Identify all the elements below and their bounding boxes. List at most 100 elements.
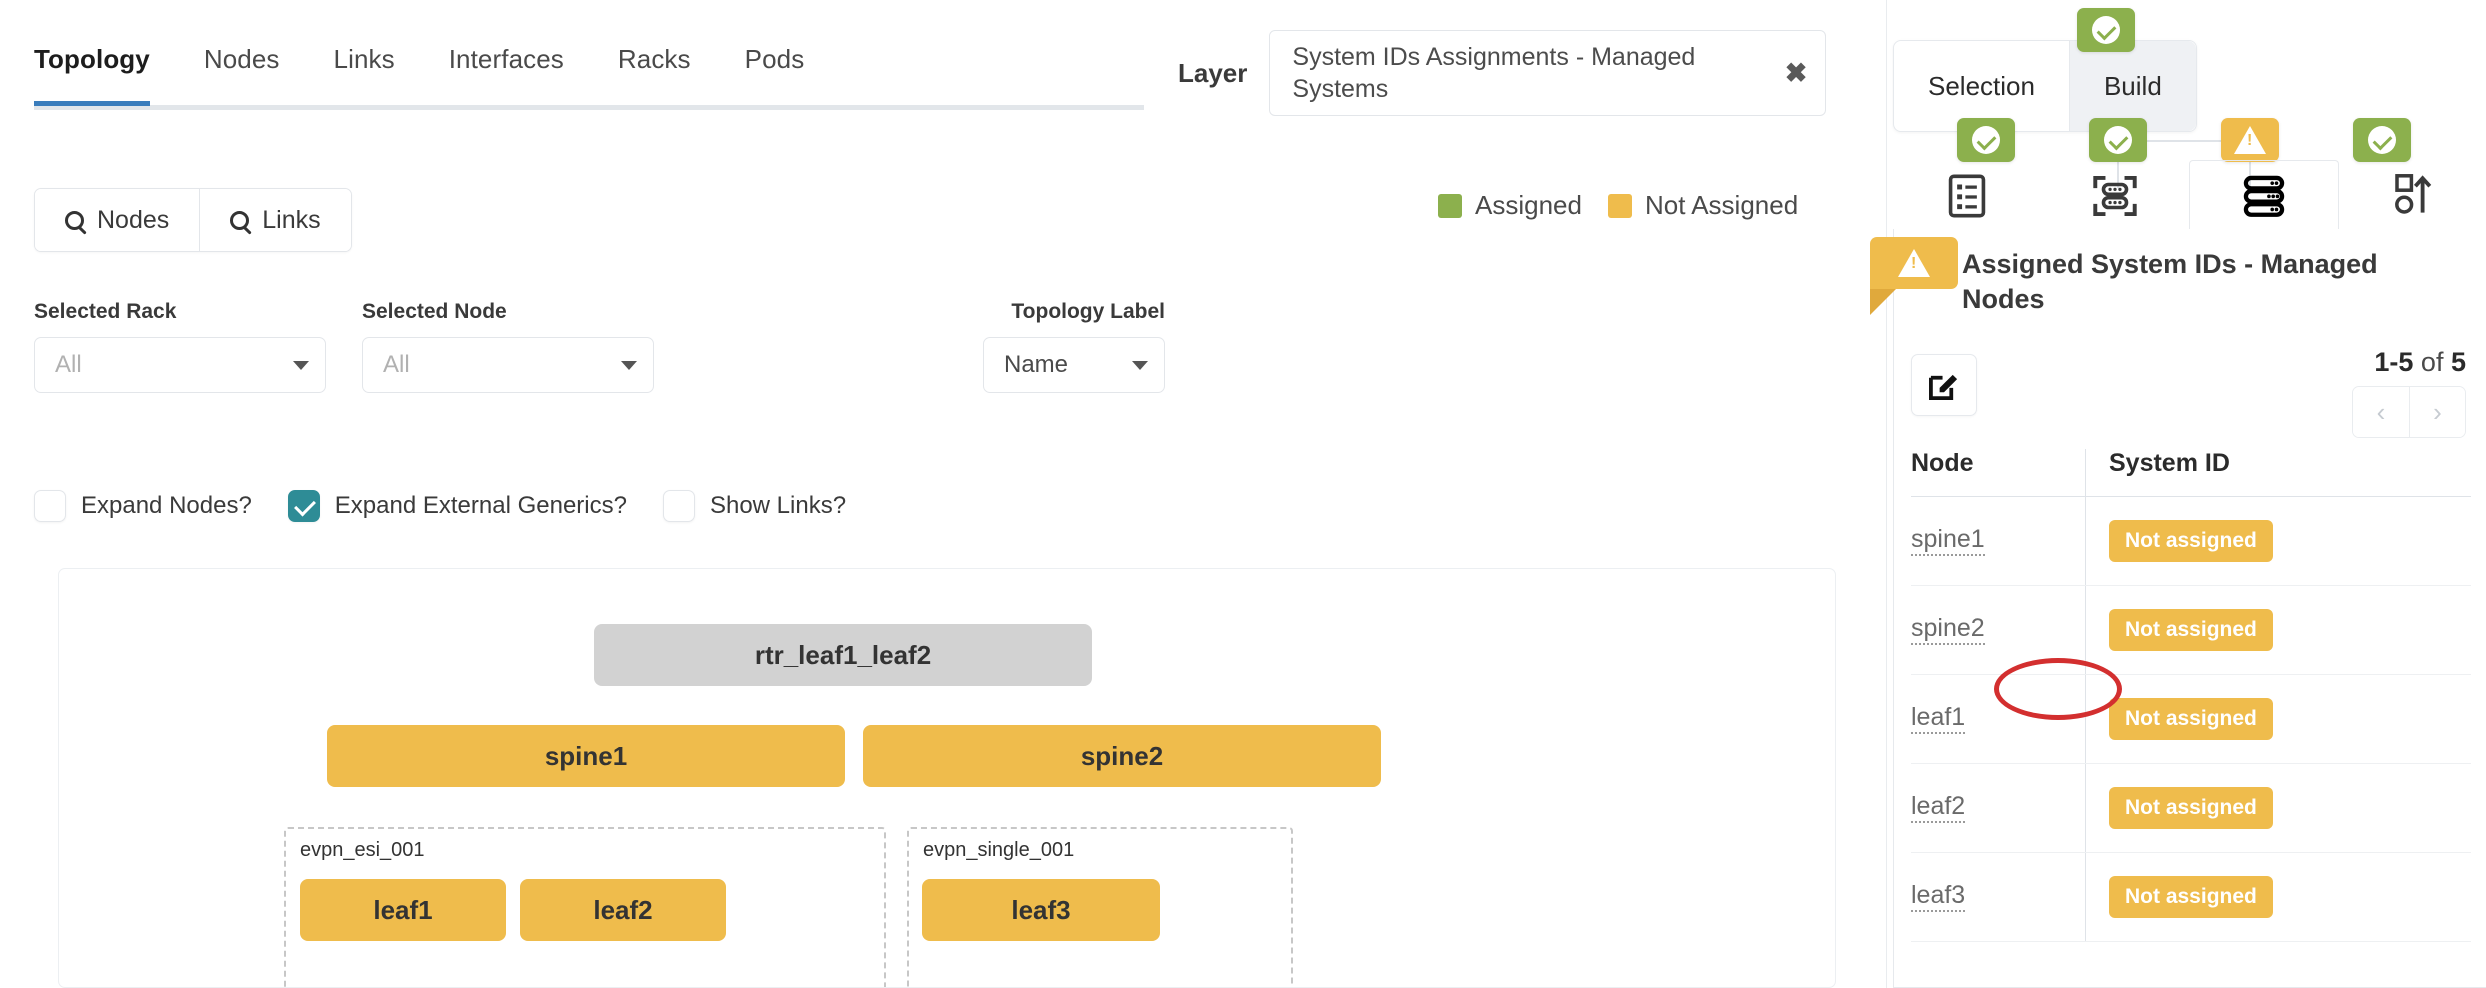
legend-swatch-not-assigned (1607, 193, 1632, 218)
connector-line (2118, 140, 2222, 142)
pager-range: 1-5 (2374, 347, 2414, 377)
tab-pods[interactable]: Pods (744, 44, 805, 74)
cell-system-id: Not assigned (2086, 853, 2273, 941)
node-link[interactable]: spine1 (1911, 526, 1985, 556)
layer-value-box[interactable]: System IDs Assignments - Managed Systems… (1269, 30, 1827, 116)
icon-tab-device-scan[interactable] (2041, 160, 2189, 230)
pager-prev-button[interactable]: ‹ (2353, 387, 2409, 437)
rack-servers-icon (2243, 175, 2285, 217)
status-badge-checklist (1957, 118, 2015, 162)
cell-node: spine2 (1911, 586, 2086, 674)
chevron-down-icon (621, 360, 637, 370)
table-row[interactable]: leaf3 Not assigned (1911, 853, 2471, 942)
node-link[interactable]: leaf3 (1911, 882, 1966, 912)
checkbox-show-links[interactable]: Show Links? (662, 490, 847, 522)
search-nodes-label: Nodes (97, 205, 170, 234)
topology-group-label: evpn_esi_001 (300, 839, 425, 861)
status-badge[interactable]: Not assigned (2109, 698, 2273, 740)
topology-label-value: Name (1004, 351, 1069, 378)
tab-selection[interactable]: Selection (1894, 41, 2069, 131)
table-row[interactable]: leaf2 Not assigned (1911, 764, 2471, 853)
selected-node-label: Selected Node (362, 300, 507, 323)
topology-node-leaf1[interactable]: leaf1 (300, 879, 506, 941)
topology-canvas[interactable]: rtr_leaf1_leaf2 spine1 spine2 evpn_esi_0… (58, 568, 1836, 988)
search-links-label: Links (262, 205, 321, 234)
panel-title: Assigned System IDs - Managed Nodes (1962, 249, 2378, 314)
edit-button[interactable] (1911, 354, 1977, 416)
table-row[interactable]: spine2 Not assigned (1911, 586, 2471, 675)
topology-node-leaf3[interactable]: leaf3 (922, 879, 1160, 941)
selected-rack-label: Selected Rack (34, 300, 177, 323)
topology-node-spine1[interactable]: spine1 (327, 725, 845, 787)
panel-warning-badge (1870, 237, 1958, 315)
tab-build[interactable]: Build (2068, 41, 2196, 131)
checkbox-show-links-label: Show Links? (709, 492, 847, 519)
table-row[interactable]: spine1 Not assigned (1911, 497, 2471, 586)
selected-rack-field: Selected Rack All (34, 300, 326, 393)
layer-selector: Layer System IDs Assignments - Managed S… (1178, 30, 1827, 116)
node-link[interactable]: leaf2 (1911, 793, 1966, 823)
cell-node: spine1 (1911, 497, 2086, 585)
legend-label-not-assigned: Not Assigned (1644, 190, 1799, 220)
icon-tab-rack-servers[interactable] (2189, 160, 2339, 230)
checkbox-expand-external-generics-label: Expand External Generics? (334, 492, 627, 519)
tab-links[interactable]: Links (333, 44, 395, 74)
selected-node-value: All (383, 351, 410, 378)
cabling-map-icon (2395, 174, 2432, 214)
panel-icon-tabs (1893, 160, 2486, 230)
pager-next-button[interactable]: › (2409, 387, 2465, 437)
status-badge[interactable]: Not assigned (2109, 609, 2273, 651)
status-badge[interactable]: Not assigned (2109, 876, 2273, 918)
warning-triangle-icon (1898, 249, 1930, 277)
tab-topology[interactable]: Topology (34, 38, 150, 106)
selected-node-select[interactable]: All (362, 337, 654, 393)
status-badge[interactable]: Not assigned (2109, 520, 2273, 562)
connector-line (2249, 140, 2251, 188)
topology-label-select[interactable]: Name (983, 337, 1165, 393)
checkbox-box[interactable] (662, 490, 695, 522)
search-icon (65, 210, 84, 230)
checkbox-box[interactable] (287, 490, 320, 522)
column-header-system-id: System ID (2109, 449, 2230, 477)
search-icon (230, 210, 250, 230)
pager-of: of (2420, 347, 2444, 377)
icon-tab-checklist[interactable] (1893, 160, 2041, 230)
checkbox-expand-external-generics[interactable]: Expand External Generics? (287, 490, 627, 522)
pager: 1-5 of 5 ‹ › (2352, 347, 2466, 438)
topology-label-field: Topology Label Name (983, 300, 1165, 393)
tab-interfaces[interactable]: Interfaces (448, 44, 564, 74)
topology-group-evpn-single-001: evpn_single_001 leaf3 (907, 827, 1293, 987)
main-content: Topology Nodes Links Interfaces Racks Po… (0, 0, 1886, 988)
node-link[interactable]: leaf1 (1911, 704, 1966, 734)
status-badge[interactable]: Not assigned (2109, 787, 2273, 829)
table-header: Node System ID (1911, 449, 2471, 497)
tab-nodes[interactable]: Nodes (203, 44, 280, 74)
pager-count: 1-5 of 5 (2352, 347, 2466, 378)
selected-rack-select[interactable]: All (34, 337, 326, 393)
layer-value: System IDs Assignments - Managed Systems (1292, 43, 1696, 103)
tab-racks[interactable]: Racks (617, 44, 691, 74)
icon-tab-status-badges (1893, 118, 2486, 188)
panel-segment-tabs: Selection Build (1893, 40, 2197, 132)
checkbox-expand-nodes[interactable]: Expand Nodes? (34, 490, 252, 522)
search-links-button[interactable]: Links (199, 189, 351, 251)
status-badge-build (2077, 8, 2135, 52)
selected-node-field: Selected Node All (362, 300, 654, 393)
cell-node: leaf3 (1911, 853, 2086, 941)
status-badge-rack-servers (2221, 118, 2279, 162)
close-icon[interactable]: ✖ (1784, 57, 1808, 88)
table-row[interactable]: leaf1 Not assigned (1911, 675, 2471, 764)
checkbox-box[interactable] (34, 490, 66, 522)
topology-node-leaf2[interactable]: leaf2 (520, 879, 726, 941)
icon-tab-cabling-map[interactable] (2339, 160, 2486, 230)
chevron-down-icon (293, 360, 309, 370)
edit-pencil-icon (1929, 374, 1958, 400)
topology-node-spine2[interactable]: spine2 (863, 725, 1381, 787)
check-circle-icon (1972, 126, 2000, 154)
topology-node-router[interactable]: rtr_leaf1_leaf2 (594, 624, 1092, 686)
system-ids-table: Node System ID spine1 Not assigned spine… (1911, 449, 2471, 942)
node-link[interactable]: spine2 (1911, 615, 1985, 645)
search-nodes-button[interactable]: Nodes (35, 189, 200, 251)
checkbox-row: Expand Nodes? Expand External Generics? … (34, 490, 846, 522)
